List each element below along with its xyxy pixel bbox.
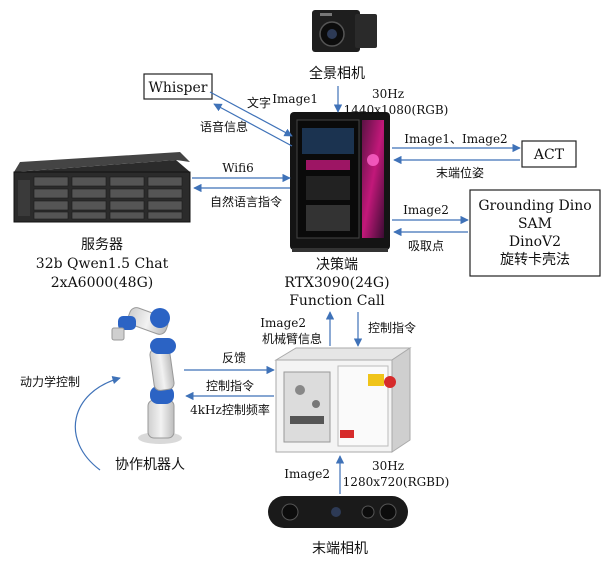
- server-label-line2: 32b Qwen1.5 Chat: [36, 256, 169, 272]
- vision-model-rotating-calipers: 旋转卡壳法: [500, 251, 570, 268]
- label-feedback: 反馈: [222, 351, 246, 365]
- arrow-pc-to-whisper: [213, 103, 293, 147]
- panorama-camera-label: 全景相机: [309, 65, 365, 82]
- whisper-label: Whisper: [148, 80, 207, 96]
- label-end-camera-image2: Image2: [284, 467, 330, 481]
- label-images-to-act: Image1、Image2: [404, 132, 507, 146]
- label-end-camera-fps: 30Hz: [372, 459, 404, 473]
- label-control-command-down: 控制指令: [368, 320, 416, 335]
- robot-controller-image: [274, 347, 412, 453]
- label-end-camera-resolution: 1280x720(RGBD): [343, 475, 450, 489]
- server-label-line3: 2xA6000(48G): [51, 275, 153, 291]
- label-control-command-left: 控制指令: [206, 378, 254, 393]
- whisper-box: [143, 73, 213, 100]
- label-camera-fps: 30Hz: [372, 87, 404, 101]
- vision-model-dinov2: DinoV2: [509, 234, 561, 250]
- act-label: ACT: [533, 147, 565, 163]
- arrow-dynamics-control: [74, 376, 121, 471]
- server-label-line1: 服务器: [81, 237, 123, 253]
- server-image: [13, 152, 191, 223]
- vision-model-grounding-dino: Grounding Dino: [478, 198, 591, 214]
- label-suction-point: 吸取点: [408, 239, 444, 253]
- label-image1: Image1: [272, 92, 318, 106]
- vision-model-sam: SAM: [518, 216, 552, 232]
- label-image2-from-controller: Image2: [260, 316, 306, 330]
- decision-pc-label-line2: RTX3090(24G): [284, 275, 389, 291]
- decision-pc-label-line3: Function Call: [289, 293, 385, 309]
- label-wifi6: Wifi6: [222, 161, 254, 175]
- decision-pc-image: [290, 112, 390, 252]
- label-camera-resolution: 1440x1080(RGB): [344, 103, 449, 117]
- cobot-image: [111, 307, 182, 444]
- label-dynamics-control: 动力学控制: [20, 374, 80, 389]
- cobot-label: 协作机器人: [115, 457, 185, 473]
- label-text: 文字: [247, 95, 271, 110]
- label-end-pose: 末端位姿: [436, 165, 484, 180]
- end-camera-image: [268, 496, 408, 528]
- panorama-camera-image: [312, 10, 377, 52]
- act-box: [521, 140, 577, 168]
- arrow-whisper-to-pc: [209, 91, 293, 137]
- label-control-frequency: 4kHz控制频率: [190, 402, 270, 417]
- label-voice-info: 语音信息: [200, 119, 248, 134]
- end-camera-label: 末端相机: [312, 541, 368, 557]
- label-arm-info: 机械臂信息: [262, 331, 322, 346]
- vision-models-box: [469, 189, 601, 277]
- label-natural-language-command: 自然语言指令: [210, 194, 282, 209]
- label-image2-to-vision: Image2: [403, 203, 449, 217]
- decision-pc-label-line1: 决策端: [316, 256, 358, 273]
